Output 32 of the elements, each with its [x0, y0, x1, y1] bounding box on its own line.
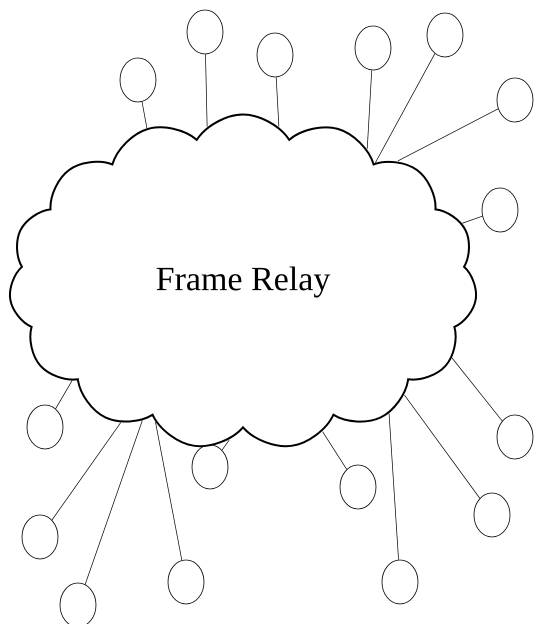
connector-line: [322, 431, 348, 470]
endpoint-circle: [482, 188, 518, 232]
connector-line: [52, 422, 121, 520]
endpoint-circle: [120, 58, 156, 102]
connector-line: [452, 358, 503, 422]
endpoint-circle: [474, 492, 510, 538]
connector-line: [222, 440, 230, 450]
endpoint-circle: [22, 514, 58, 560]
endpoint-circle: [186, 10, 224, 54]
connector-line: [84, 420, 143, 585]
connector-line: [155, 422, 182, 561]
connector-line: [276, 77, 280, 127]
endpoint-circle: [168, 560, 204, 604]
endpoint-circle: [354, 26, 392, 70]
network-cloud: Frame Relay: [9, 114, 477, 448]
connector-line: [398, 108, 498, 162]
connector-line: [374, 53, 436, 164]
connector-line: [462, 216, 483, 224]
connector-line: [142, 102, 148, 129]
connector-line: [205, 54, 208, 127]
connector-line: [55, 380, 72, 410]
endpoint-circle: [496, 414, 534, 460]
endpoint-circle: [426, 12, 464, 58]
connector-line: [366, 70, 372, 150]
connector-line: [404, 394, 480, 499]
endpoint-circle: [340, 464, 376, 510]
endpoint-circle: [192, 444, 228, 490]
connector-line: [388, 413, 399, 560]
endpoint-circle: [256, 32, 294, 78]
endpoint-circle: [26, 404, 64, 450]
endpoint-circle: [382, 560, 418, 604]
endpoint-circle: [496, 78, 534, 122]
